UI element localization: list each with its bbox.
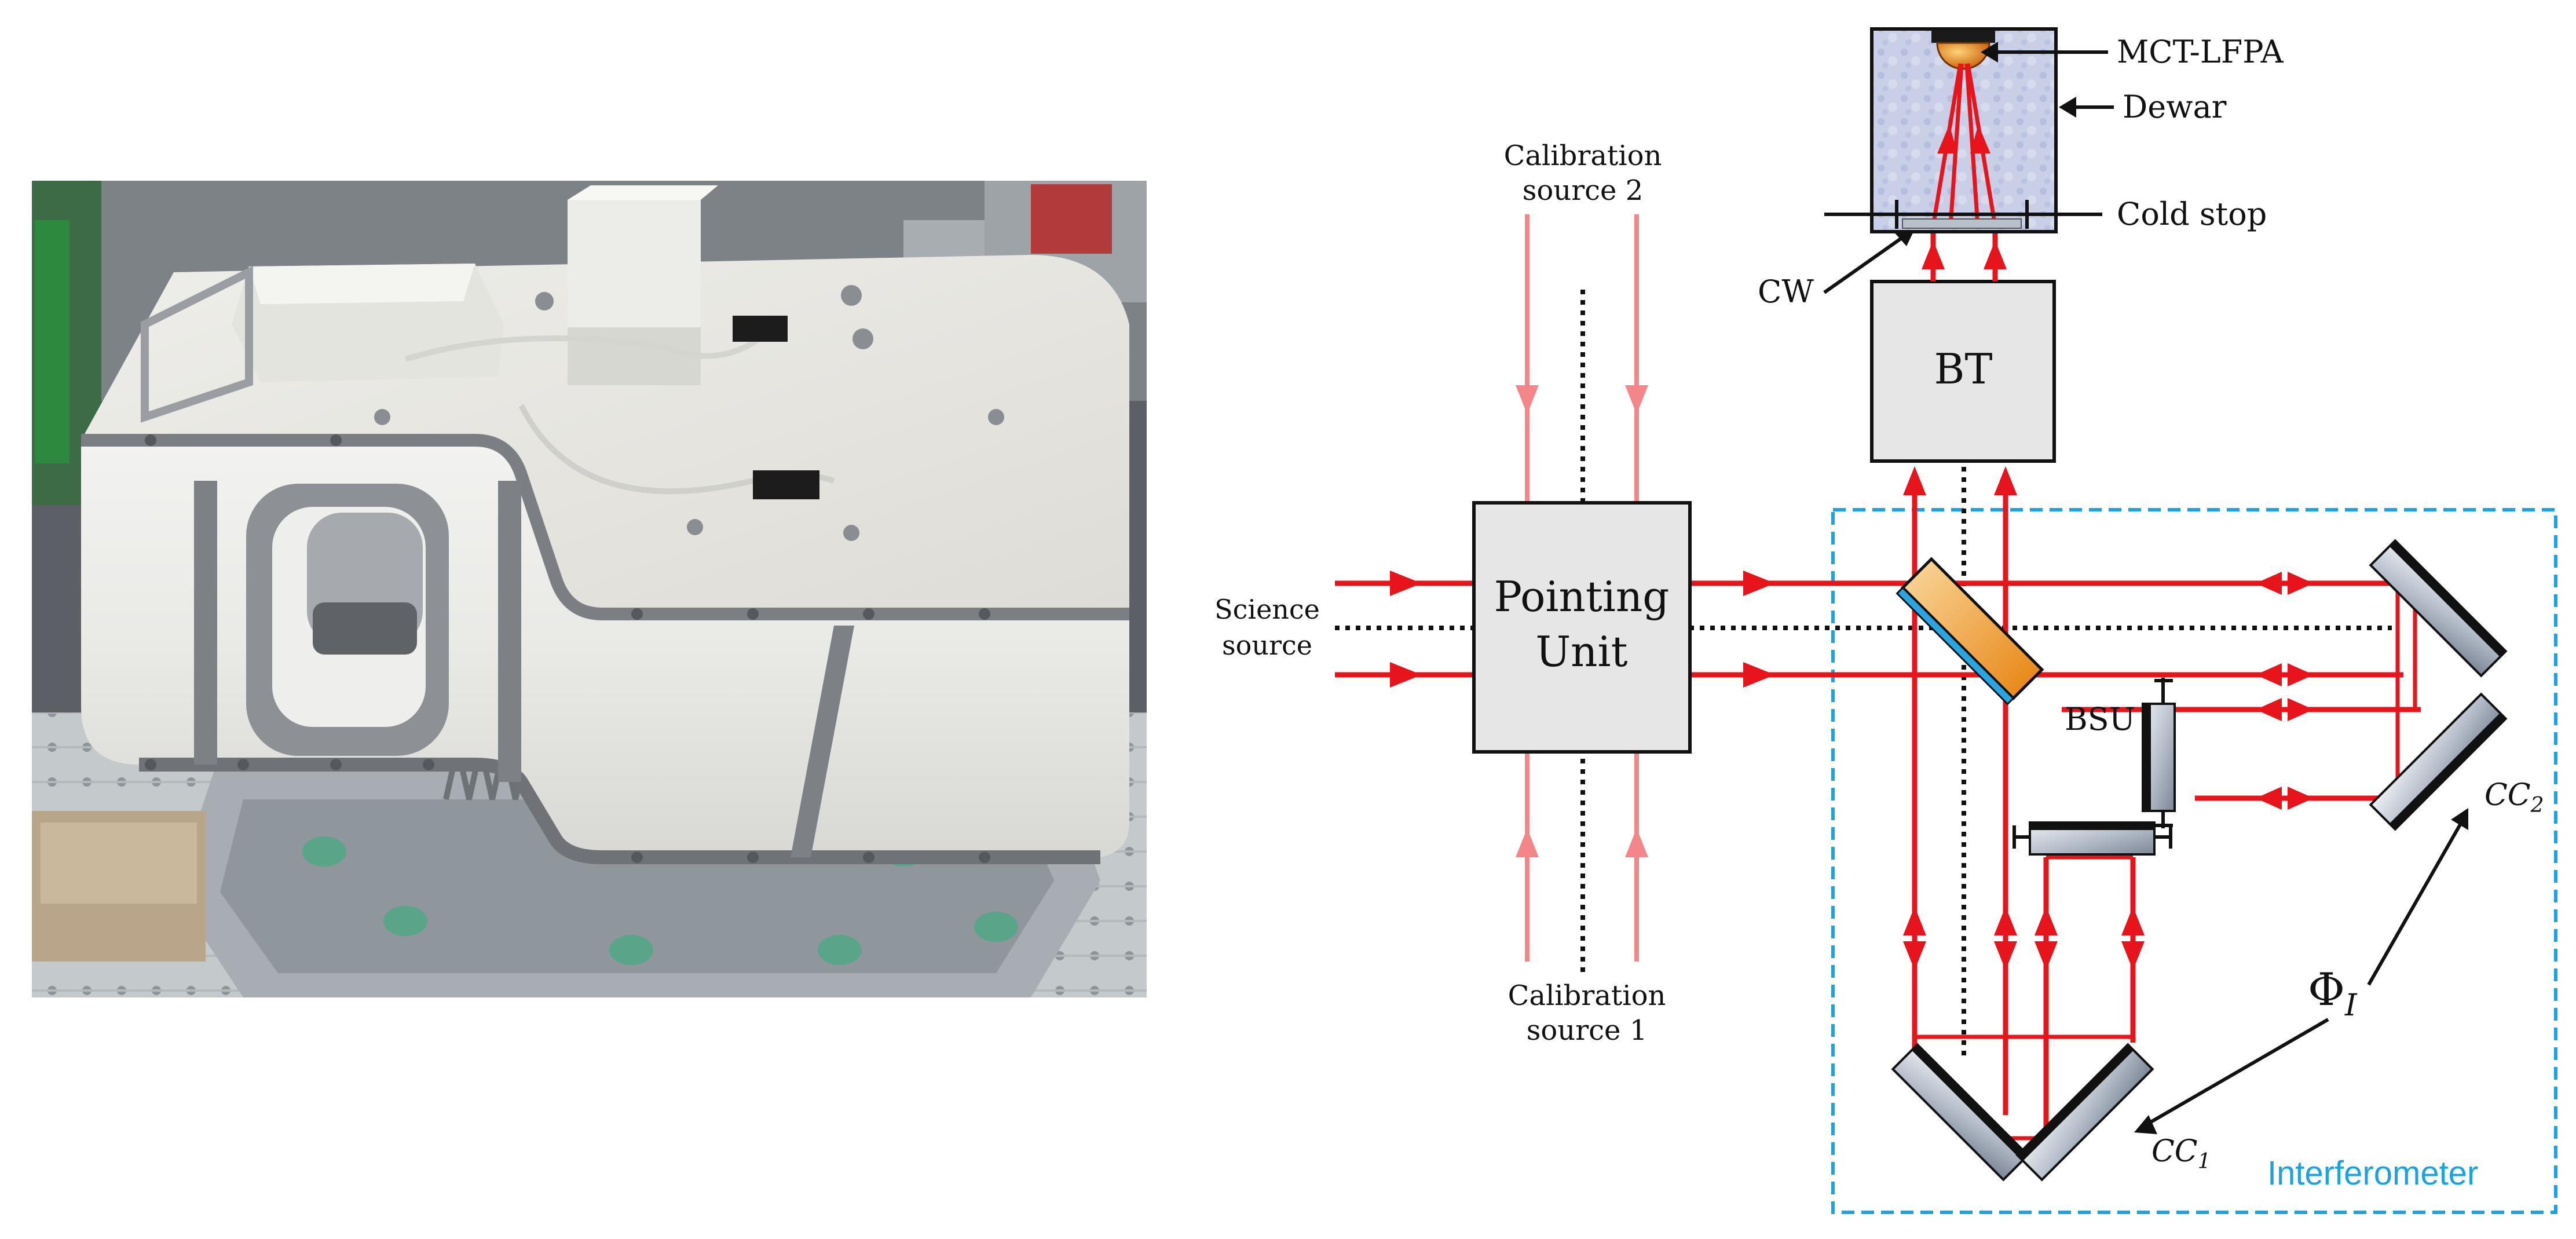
dewar-label: Dewar bbox=[2123, 89, 2227, 125]
arm-arrow-3a bbox=[2256, 698, 2282, 721]
cal2-label-1: Calibration bbox=[1504, 140, 1662, 172]
arm-arrow-2b bbox=[2288, 663, 2314, 686]
bt-out-arrow-left bbox=[1922, 240, 1945, 269]
cc1-arrow-2a bbox=[1994, 907, 2017, 935]
phi-arrowhead-down bbox=[2134, 1115, 2157, 1134]
pointing-unit-box bbox=[1472, 501, 1692, 754]
interferometer-box bbox=[1831, 508, 2557, 1214]
fold-mirror-vertical bbox=[2142, 678, 2176, 828]
bt-box bbox=[1870, 280, 2056, 463]
optical-schematic: Interferometer bbox=[1214, 27, 2557, 1214]
arm-arrow-3b bbox=[2288, 698, 2314, 721]
phi-leader-up bbox=[2367, 821, 2463, 986]
fold-mirror-horizontal bbox=[2012, 821, 2172, 856]
cc2-mirror-lower bbox=[2369, 692, 2508, 831]
pu-out-arrow-top bbox=[1743, 571, 1775, 596]
bt-in-arrow-right bbox=[1994, 466, 2017, 495]
cc1-arrow-1a bbox=[1903, 907, 1926, 935]
dewar-arrow-2 bbox=[1970, 125, 1990, 153]
mct-lfpa-label: MCT-LFPA bbox=[2117, 34, 2284, 70]
cc1-mirror-left bbox=[1891, 1043, 2030, 1182]
science-source-label-2: source bbox=[1222, 630, 1312, 661]
science-source-label-1: Science bbox=[1214, 594, 1320, 625]
cc1-arrow-4a bbox=[2121, 907, 2145, 935]
bsu-label: BSU bbox=[2065, 701, 2135, 737]
bt-label: BT bbox=[1934, 345, 1993, 393]
detector-mount bbox=[1931, 30, 1995, 43]
mct-lfpa-arrowhead bbox=[1981, 42, 1998, 63]
arm-arrow-1a bbox=[2256, 572, 2282, 595]
cc1-mirror-right bbox=[2015, 1043, 2154, 1182]
cal2-arrow-left bbox=[1516, 385, 1539, 414]
arm-arrow-1b bbox=[2288, 572, 2314, 595]
cc1-arrow-4b bbox=[2121, 941, 2145, 970]
phi-leader-down bbox=[2142, 1018, 2329, 1128]
cal1-arrow-left bbox=[1516, 828, 1539, 857]
cal1-arrow-right bbox=[1625, 828, 1648, 857]
cw-label: CW bbox=[1758, 273, 1814, 310]
science-arrow-top bbox=[1390, 571, 1422, 596]
science-arrow-bottom bbox=[1390, 662, 1422, 688]
cc1-arrow-1b bbox=[1903, 941, 1926, 970]
cc2-label: CC2 bbox=[2484, 778, 2544, 817]
cw-leader bbox=[1823, 236, 1904, 294]
cold-stop-label: Cold stop bbox=[2117, 196, 2267, 232]
cw-arrowhead bbox=[1893, 231, 1914, 246]
arm-arrow-4b bbox=[2288, 787, 2314, 810]
cc1-arrow-2b bbox=[1994, 941, 2017, 970]
cal1-label-2: source 1 bbox=[1527, 1014, 1647, 1047]
dewar-arrow-1 bbox=[1937, 125, 1957, 153]
cc1-label: CC1 bbox=[2151, 1134, 2211, 1174]
cal2-label-2: source 2 bbox=[1523, 174, 1643, 207]
cc1-arrow-3b bbox=[2035, 941, 2058, 970]
dewar-ray-4 bbox=[1964, 63, 1980, 226]
phi-label: ΦI bbox=[2308, 964, 2358, 1023]
pu-out-arrow-bottom bbox=[1743, 662, 1775, 688]
bt-in-arrow-left bbox=[1903, 466, 1926, 495]
interferometer-label: Interferometer bbox=[2267, 1154, 2478, 1192]
bsu-beamsplitter bbox=[1896, 557, 2044, 706]
pointing-unit-label-1: Pointing bbox=[1494, 572, 1670, 621]
instrument-photo bbox=[32, 181, 1147, 997]
phi-arrowhead-up bbox=[2451, 808, 2468, 830]
cold-window bbox=[1902, 218, 2022, 229]
cal2-arrow-right bbox=[1625, 385, 1648, 414]
cc2-mirror-upper bbox=[2369, 539, 2508, 678]
dewar-ray-3 bbox=[1948, 63, 1964, 226]
cc1-arrow-3a bbox=[2035, 907, 2058, 935]
cal1-label-1: Calibration bbox=[1508, 979, 1666, 1012]
arm-arrow-2a bbox=[2256, 663, 2282, 686]
dewar-arrowhead bbox=[2059, 97, 2076, 118]
bt-out-arrow-right bbox=[1984, 240, 2007, 269]
pointing-unit-label-2: Unit bbox=[1535, 627, 1627, 676]
arm-arrow-4a bbox=[2256, 787, 2282, 810]
